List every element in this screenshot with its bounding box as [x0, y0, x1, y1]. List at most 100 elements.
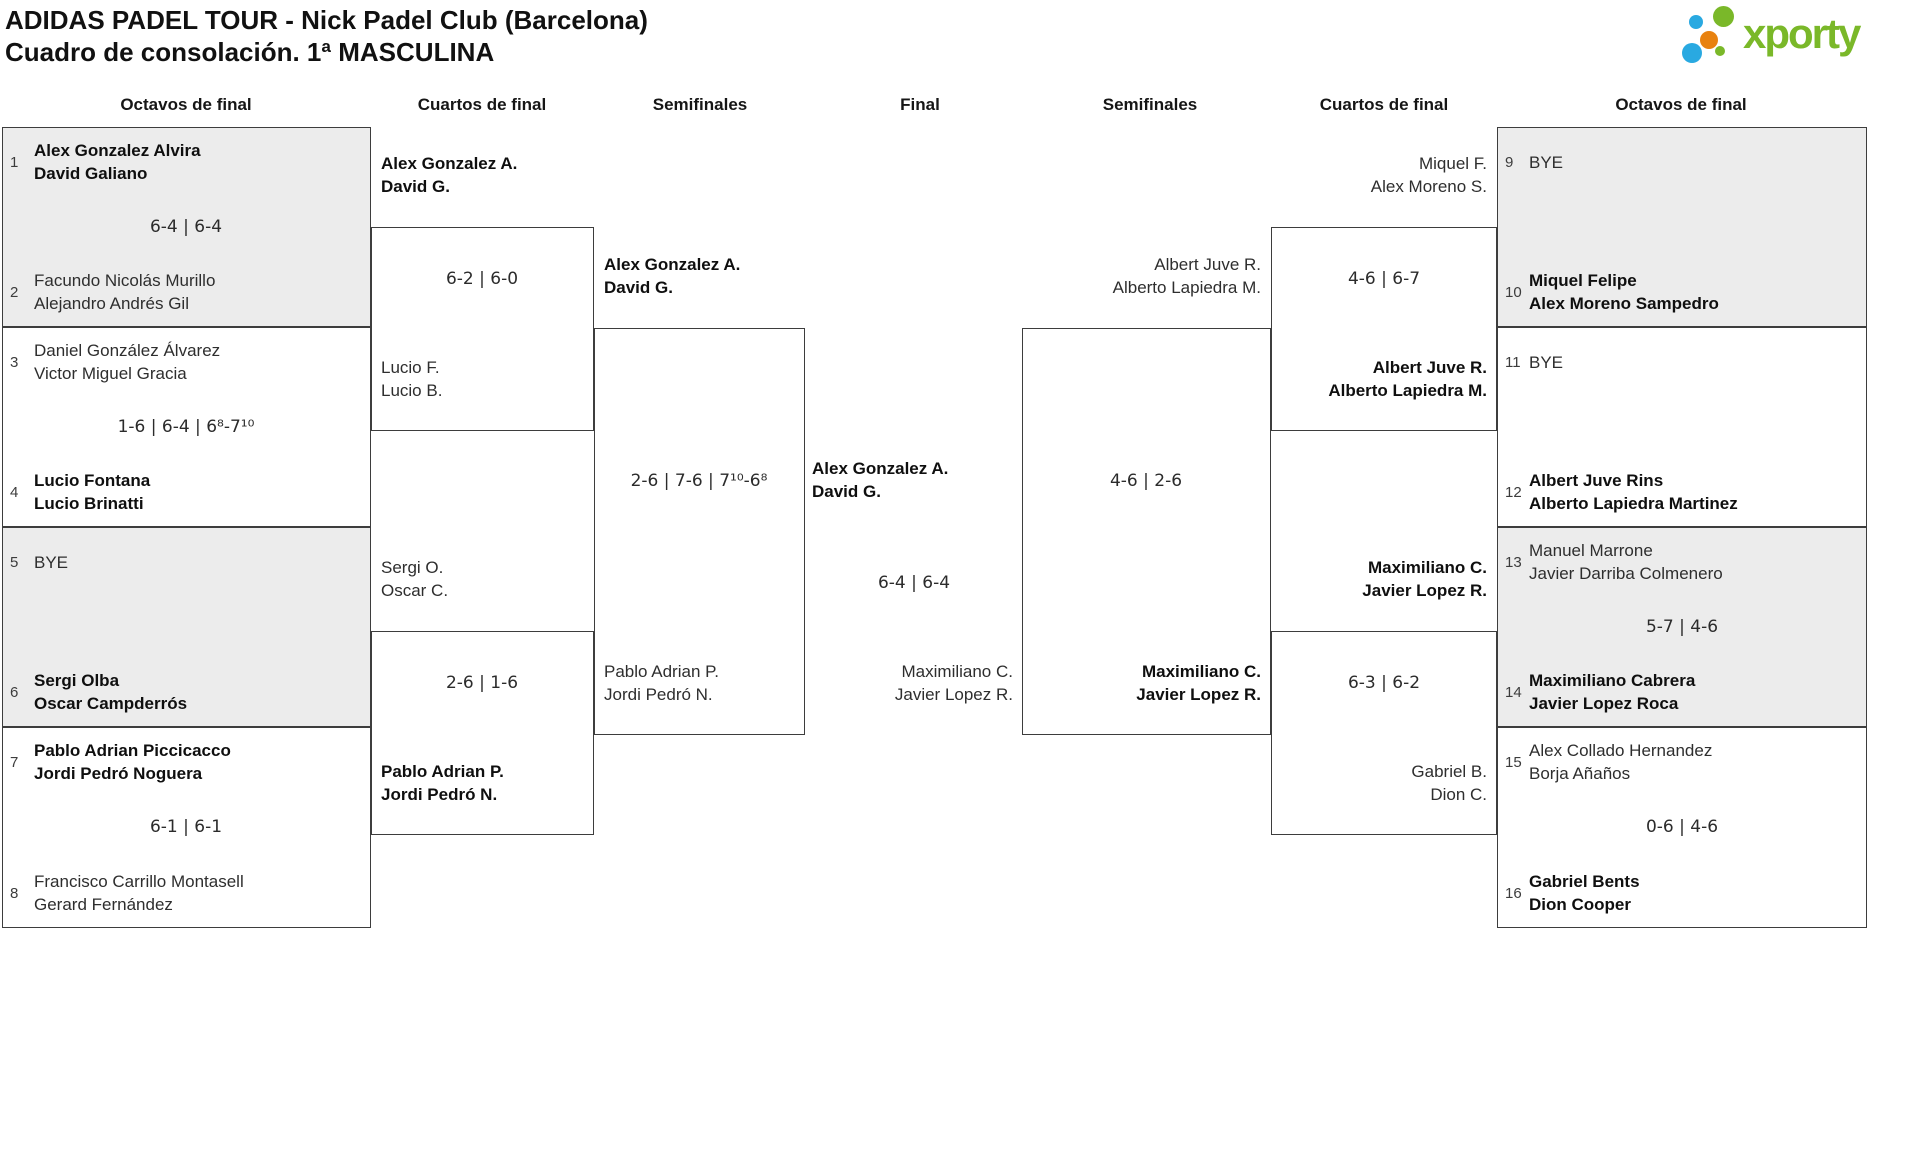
seed: 5 [10, 553, 19, 571]
team-names: Albert Juve R.Alberto Lapiedra M. [1328, 358, 1487, 400]
round-header-7: Octavos de final [1615, 95, 1747, 114]
team-names: Sergi O.Oscar C. [381, 558, 449, 600]
seed: 1 [10, 153, 19, 171]
round-header-6: Cuartos de final [1319, 95, 1449, 114]
page-subtitle: Cuadro de consolación. 1ª MASCULINA [5, 37, 495, 67]
seed: 11 [1505, 353, 1521, 371]
match-score-octavos-left-2: 1-6 | 6-4 | 6⁸-7¹⁰ [117, 417, 255, 437]
team-final-top[interactable]: Alex Gonzalez A.David G. [812, 457, 948, 503]
team-names: Alex Gonzalez A.David G. [604, 255, 741, 297]
team-cuartos-right-2-bottom[interactable]: Gabriel B.Dion C. [1411, 760, 1487, 806]
team-names: Pablo Adrian P.Jordi Pedró N. [604, 662, 719, 704]
seed: 12 [1505, 483, 1522, 501]
round-header-2: Cuartos de final [417, 95, 547, 114]
match-box-cuartos-right-2 [1271, 631, 1497, 835]
team-semifinal-right-bottom[interactable]: Maximiliano C.Javier Lopez R. [1136, 660, 1261, 706]
team-semifinal-left-bottom[interactable]: Pablo Adrian P.Jordi Pedró N. [604, 660, 719, 706]
match-score-final: 6-4 | 6-4 [877, 573, 951, 593]
team-names: Lucio F.Lucio B. [381, 358, 443, 400]
seed: 4 [10, 483, 19, 501]
match-score-cuartos-left-2: 2-6 | 1-6 [445, 673, 519, 693]
logo-dot-icon [1715, 46, 1725, 56]
seed: 9 [1505, 153, 1514, 171]
match-score-cuartos-right-1: 4-6 | 6-7 [1347, 269, 1421, 289]
team-names: Maximiliano C.Javier Lopez R. [1362, 558, 1487, 600]
team-octavos-right-1-top[interactable]: 9 BYE [1505, 139, 1563, 185]
seed: 15 [1505, 753, 1522, 771]
logo-dot-icon [1713, 6, 1734, 27]
team-cuartos-right-2-top[interactable]: Maximiliano C.Javier Lopez R. [1362, 556, 1487, 602]
team-names: Gabriel B.Dion C. [1411, 762, 1487, 804]
seed: 8 [10, 884, 19, 902]
team-names: BYE [1529, 152, 1564, 172]
match-box-octavos-right-4 [1497, 727, 1867, 928]
match-score-cuartos-left-1: 6-2 | 6-0 [445, 269, 519, 289]
match-score-semifinal-left: 2-6 | 7-6 | 7¹⁰-6⁸ [630, 471, 768, 491]
match-score-cuartos-right-2: 6-3 | 6-2 [1347, 673, 1421, 693]
seed: 3 [10, 353, 19, 371]
team-cuartos-right-1-top[interactable]: Miquel F.Alex Moreno S. [1371, 152, 1487, 198]
seed: 2 [10, 283, 19, 301]
team-names: Miquel F.Alex Moreno S. [1370, 154, 1487, 196]
team-cuartos-left-1-bottom[interactable]: Lucio F.Lucio B. [381, 356, 442, 402]
team-cuartos-right-1-bottom[interactable]: Albert Juve R.Alberto Lapiedra M. [1328, 356, 1487, 402]
seed: 14 [1505, 683, 1522, 701]
team-names: Maximiliano C.Javier Lopez R. [1136, 662, 1261, 704]
team-cuartos-left-1-top[interactable]: Alex Gonzalez A.David G. [381, 152, 517, 198]
xporty-logo[interactable]: xporty [1680, 4, 1895, 68]
team-semifinal-left-top[interactable]: Alex Gonzalez A.David G. [604, 253, 740, 299]
team-semifinal-right-top[interactable]: Albert Juve R.Alberto Lapiedra M. [1113, 253, 1261, 299]
match-box-octavos-left-3 [2, 527, 371, 727]
match-box-octavos-left-4 [2, 727, 371, 928]
seed: 6 [10, 683, 19, 701]
match-score-octavos-right-4: 0-6 | 4-6 [1645, 817, 1719, 837]
team-cuartos-left-2-top[interactable]: Sergi O.Oscar C. [381, 556, 448, 602]
logo-dot-icon [1689, 15, 1703, 29]
seed: 16 [1505, 884, 1522, 902]
team-names: Maximiliano C.Javier Lopez R. [894, 662, 1013, 704]
logo-dot-icon [1682, 43, 1702, 63]
team-octavos-right-2-top[interactable]: 11 BYE [1505, 339, 1563, 385]
match-box-cuartos-right-1 [1271, 227, 1497, 431]
match-box-octavos-right-2 [1497, 327, 1867, 527]
team-final-bottom[interactable]: Maximiliano C.Javier Lopez R. [895, 660, 1013, 706]
team-names: Pablo Adrian P.Jordi Pedró N. [381, 762, 504, 804]
team-names: BYE [1529, 352, 1564, 372]
team-cuartos-left-2-bottom[interactable]: Pablo Adrian P.Jordi Pedró N. [381, 760, 504, 806]
match-box-semifinal-right [1022, 328, 1271, 735]
match-score-octavos-left-4: 6-1 | 6-1 [149, 817, 223, 837]
match-box-octavos-right-3 [1497, 527, 1867, 727]
match-box-cuartos-left-1 [371, 227, 594, 431]
round-header-4: Final [900, 95, 940, 114]
match-box-cuartos-left-2 [371, 631, 594, 835]
match-box-semifinal-left [594, 328, 805, 735]
match-box-octavos-left-1 [2, 127, 371, 327]
seed: 7 [10, 753, 19, 771]
round-header-5: Semifinales [1102, 95, 1198, 114]
round-header-3: Semifinales [652, 95, 748, 114]
seed: 13 [1505, 553, 1522, 571]
